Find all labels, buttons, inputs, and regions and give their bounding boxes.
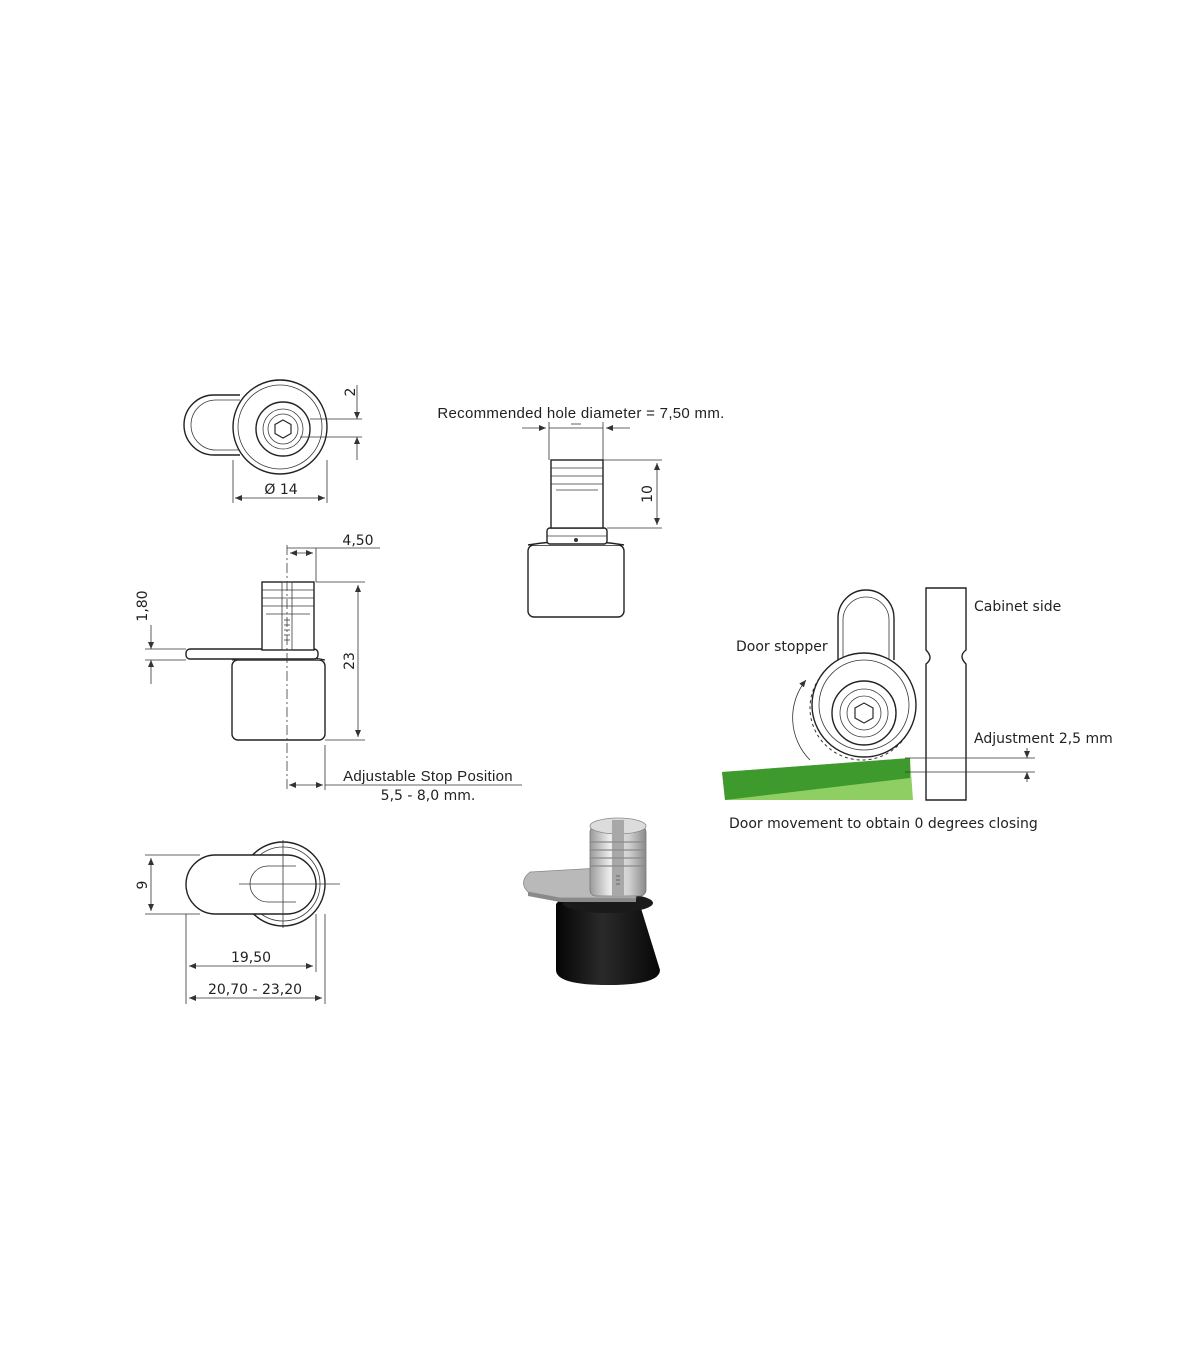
dim-width: 9 xyxy=(135,881,151,890)
top-view: 2 Ø 14 xyxy=(183,379,362,503)
cabinet-side-label: Cabinet side xyxy=(974,599,1061,615)
side-view-base xyxy=(231,659,326,741)
adjustment-label: Adjustment 2,5 mm xyxy=(974,731,1113,747)
top-view-tab xyxy=(183,394,240,456)
door-wedge-dark xyxy=(722,758,910,800)
recommended-hole-label: Recommended hole diameter = 7,50 mm. xyxy=(437,405,724,422)
dim-flange: 1,80 xyxy=(135,590,151,621)
side-view: 4,50 1,80 23 Adjustable Stop Position 5,… xyxy=(135,533,522,804)
dim-hole-depth: 10 xyxy=(640,485,656,503)
adjustable-stop-title: Adjustable Stop Position xyxy=(343,768,513,785)
product-render xyxy=(523,817,660,985)
hole-view-pin xyxy=(550,459,604,529)
adjustable-stop-range: 5,5 - 8,0 mm. xyxy=(381,788,476,804)
dim-offset-450: 4,50 xyxy=(342,533,373,549)
hole-view: Recommended hole diameter = 7,50 mm. 10 xyxy=(437,405,724,618)
dim-length: 19,50 xyxy=(231,950,271,966)
rotation-arrow-icon xyxy=(792,679,811,761)
usage-diagram: Cabinet side Door stopper Adjustment 2,5… xyxy=(722,587,1113,832)
top-view-inner-ring xyxy=(255,401,311,457)
cabinet-side xyxy=(925,587,967,801)
bottom-view: 9 19,50 20,70 - 23,20 xyxy=(135,840,340,1004)
black-base xyxy=(556,897,660,985)
hex-socket-icon xyxy=(854,702,874,724)
dim-diameter: Ø 14 xyxy=(264,482,297,498)
dim-length-range: 20,70 - 23,20 xyxy=(208,982,302,998)
door-movement-label: Door movement to obtain 0 degrees closin… xyxy=(729,816,1038,832)
stopper-tab xyxy=(837,589,895,660)
bottom-view-tab xyxy=(185,854,317,915)
hex-socket-icon xyxy=(274,419,292,439)
dim-height: 23 xyxy=(342,652,358,670)
side-view-tab xyxy=(185,648,319,660)
hole-view-base xyxy=(527,544,625,618)
door-stopper-label: Door stopper xyxy=(736,639,828,655)
dim-top-offset: 2 xyxy=(343,388,359,397)
